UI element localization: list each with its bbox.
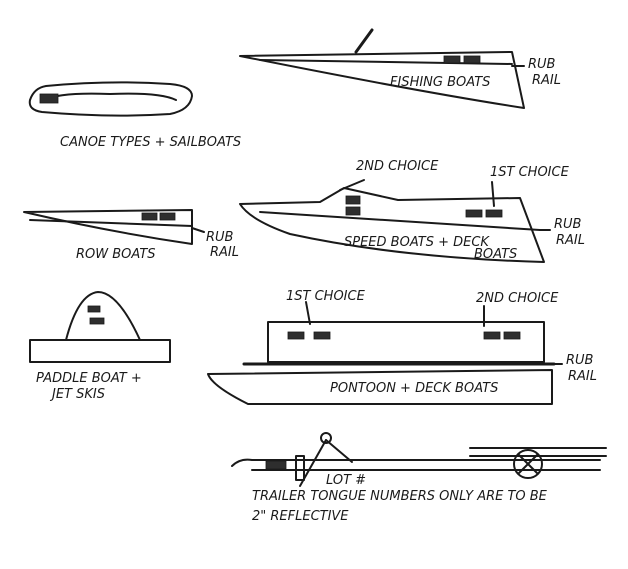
fishing-label: FISHING BOATS [390,75,490,90]
speed-choice-2-label: 2ND CHOICE [356,159,439,174]
speed-number-mark-1a [465,209,483,218]
row-number-mark-2 [159,212,176,221]
pontoon-boat-figure [207,301,563,405]
canoe-number-mark [39,93,59,104]
trailer-number-mark [265,460,287,470]
row-number-mark-1 [141,212,158,221]
paddle-number-mark-2 [89,317,105,325]
fishing-boat-figure [239,28,525,109]
pontoon-choice-1-label: 1ST CHOICE [286,289,366,304]
trailer-label-2: 2" REFLECTIVE [252,509,349,524]
fishing-number-mark-1 [443,55,461,64]
pontoon-number-mark-1a [287,331,305,340]
trailer-figure [231,432,607,487]
pontoon-number-mark-2b [503,331,521,340]
speed-boat-figure [239,179,551,263]
trailer-label-1: TRAILER TONGUE NUMBERS ONLY ARE TO BE [252,489,548,504]
row-label: ROW BOATS [76,247,156,262]
pontoon-label: PONTOON + DECK BOATS [330,381,498,396]
fishing-rub-label-2: RAIL [532,73,561,88]
pontoon-choice-2-label: 2ND CHOICE [476,291,559,306]
speed-rub-label-1: RUB [554,217,582,232]
pontoon-rub-label-2: RAIL [568,369,597,384]
paddle-label-2: JET SKIS [49,387,105,402]
pontoon-number-mark-2a [483,331,501,340]
speed-label-2: BOATS [474,247,517,262]
fishing-rub-label-1: RUB [528,57,556,72]
paddle-label-1: PADDLE BOAT + [36,371,142,386]
row-rub-label-1: RUB [206,230,234,245]
trailer-handwritten-label: LOT # [326,473,366,488]
speed-label-1: SPEED BOATS + DECK [344,235,490,250]
speed-number-mark-2b [345,206,361,216]
canoe-figure [28,81,193,117]
speed-number-mark-2a [345,195,361,205]
speed-rub-label-2: RAIL [556,233,585,248]
fishing-number-mark-2 [463,55,481,64]
speed-number-mark-1b [485,209,503,218]
speed-choice-1-label: 1ST CHOICE [490,165,570,180]
canoe-label: CANOE TYPES + SAILBOATS [60,135,241,150]
pontoon-rub-label-1: RUB [566,353,594,368]
paddle-number-mark-1 [87,305,101,313]
pontoon-number-mark-1b [313,331,331,340]
paddle-boat-figure [29,291,171,363]
row-rub-label-2: RAIL [210,245,239,260]
row-boat-figure [23,209,205,245]
